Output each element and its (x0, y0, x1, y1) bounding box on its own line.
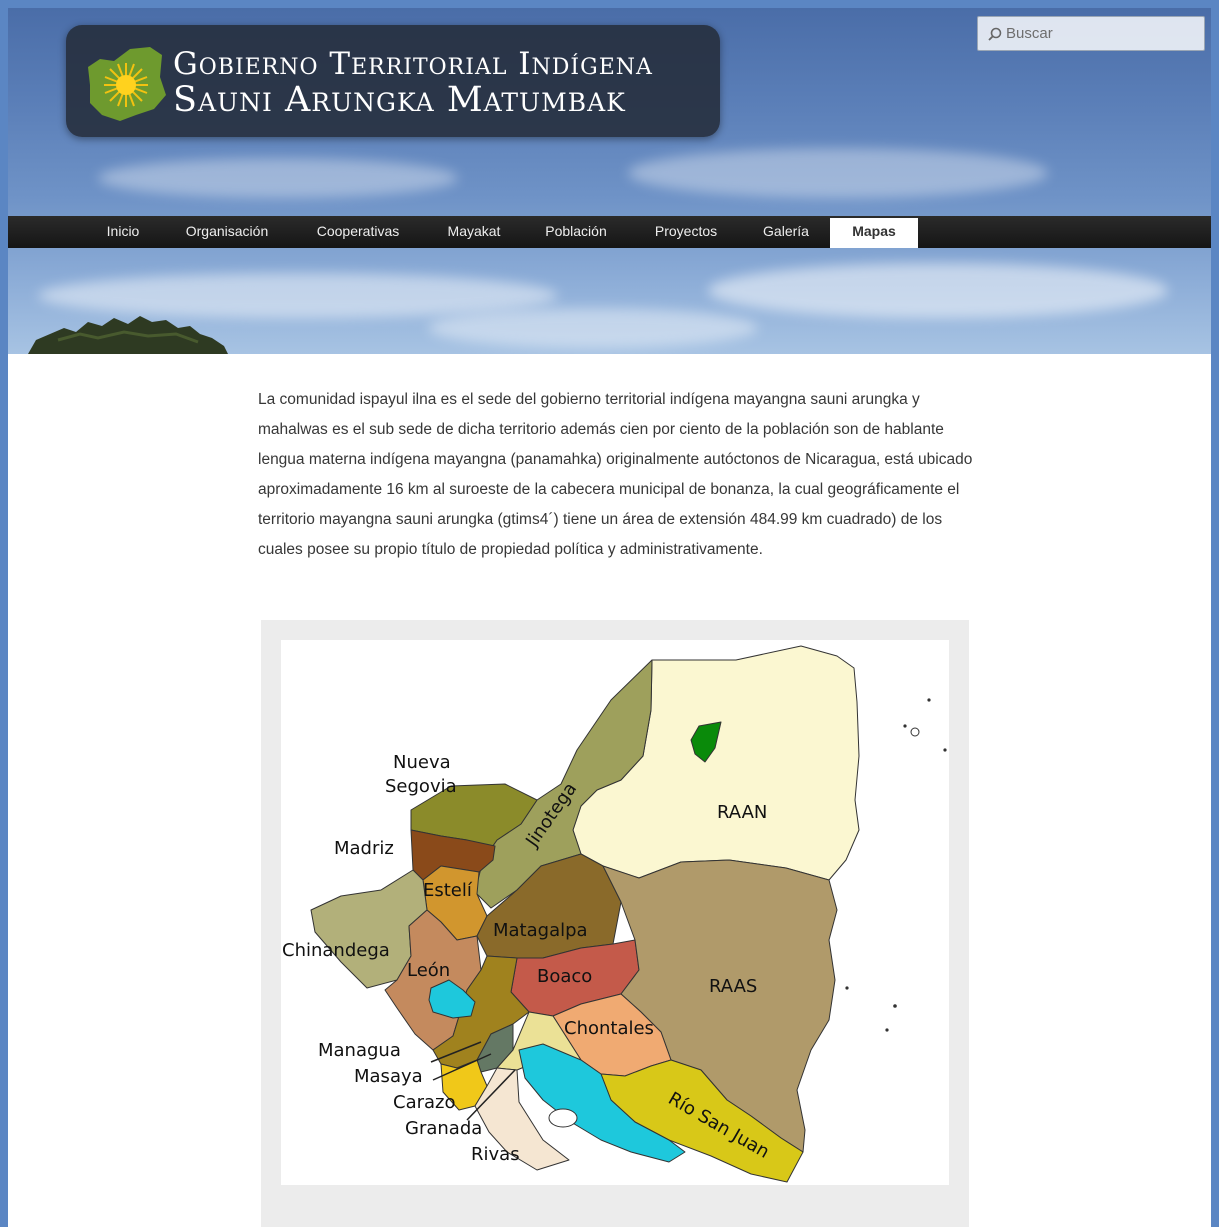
coastal-island (885, 1028, 889, 1032)
search-box[interactable] (977, 16, 1205, 51)
map-label-raas: RAAS (709, 976, 757, 997)
map-label-matagalpa: Matagalpa (493, 920, 588, 941)
nav-item-mayakat[interactable]: Mayakat (447, 223, 501, 239)
map-label-granada: Granada (405, 1118, 482, 1139)
site-header: Gobierno Territorial Indígena Sauni Arun… (8, 8, 1211, 354)
lake-nicaragua (518, 1043, 686, 1163)
tree-silhouette (28, 316, 228, 354)
sky-cloud (708, 263, 1168, 318)
map-label-boaco: Boaco (537, 966, 592, 987)
site-logo-banner[interactable]: Gobierno Territorial Indígena Sauni Arun… (66, 25, 720, 137)
coastal-island (893, 1004, 897, 1008)
map-label-leon: León (407, 960, 450, 981)
nav-item-poblacion[interactable]: Población (545, 223, 607, 239)
sky-cloud (38, 273, 558, 318)
map-label-segovia: Segovia (385, 776, 457, 797)
managua-leader-line (430, 1041, 482, 1063)
map-label-carazo: Carazo (393, 1092, 456, 1113)
masaya-leader-line (432, 1053, 492, 1081)
territory-marker (690, 721, 722, 763)
map-label-nueva: Nueva (393, 752, 451, 773)
coastal-island (943, 748, 947, 752)
nav-item-organisacion[interactable]: Organisación (185, 223, 269, 239)
sky-cloud (628, 148, 1048, 198)
map-label-madriz: Madriz (334, 838, 394, 859)
coastal-island (910, 727, 920, 737)
map-figure: Nueva Segovia Madriz Estelí Chinandega L… (261, 620, 969, 1227)
coastal-island (927, 698, 931, 702)
granada-leader-line (466, 1069, 516, 1121)
ometepe-island (548, 1108, 578, 1128)
nav-item-cooperativas[interactable]: Cooperativas (316, 223, 400, 239)
site-title-line2: Sauni Arungka Matumbak (173, 80, 626, 120)
sky-cloud (98, 158, 458, 198)
nav-item-proyectos[interactable]: Proyectos (654, 223, 718, 239)
map-label-chinandega: Chinandega (282, 940, 390, 961)
site-title-line1: Gobierno Territorial Indígena (173, 46, 653, 82)
nav-item-galeria[interactable]: Galería (763, 223, 809, 239)
nav-item-mapas[interactable]: Mapas (830, 218, 918, 248)
nav-item-inicio[interactable]: Inicio (106, 223, 140, 239)
main-navigation: Inicio Organisación Cooperativas Mayakat… (8, 216, 1211, 248)
map-label-chontales: Chontales (564, 1018, 654, 1039)
region-rivas (474, 1067, 570, 1171)
page: Gobierno Territorial Indígena Sauni Arun… (8, 8, 1211, 1227)
search-icon (988, 27, 1002, 41)
map-label-raan: RAAN (717, 802, 767, 823)
map-label-masaya: Masaya (354, 1066, 423, 1087)
nicaragua-map-svg: Nueva Segovia Madriz Estelí Chinandega L… (282, 645, 947, 1183)
site-title[interactable]: Gobierno Territorial Indígena Sauni Arun… (173, 47, 653, 119)
sky-cloud (428, 308, 758, 348)
lake-managua (428, 979, 476, 1019)
map-label-managua: Managua (318, 1040, 401, 1061)
intro-paragraph: La comunidad ispayul ilna es el sede del… (258, 391, 973, 558)
nicaragua-map[interactable]: Nueva Segovia Madriz Estelí Chinandega L… (281, 640, 949, 1185)
sun-map-logo-icon (88, 47, 166, 121)
coastal-island (903, 724, 907, 728)
map-label-rivas: Rivas (471, 1144, 520, 1165)
search-input[interactable] (1006, 17, 1198, 50)
coastal-island (845, 986, 849, 990)
map-label-esteli: Estelí (423, 880, 473, 901)
